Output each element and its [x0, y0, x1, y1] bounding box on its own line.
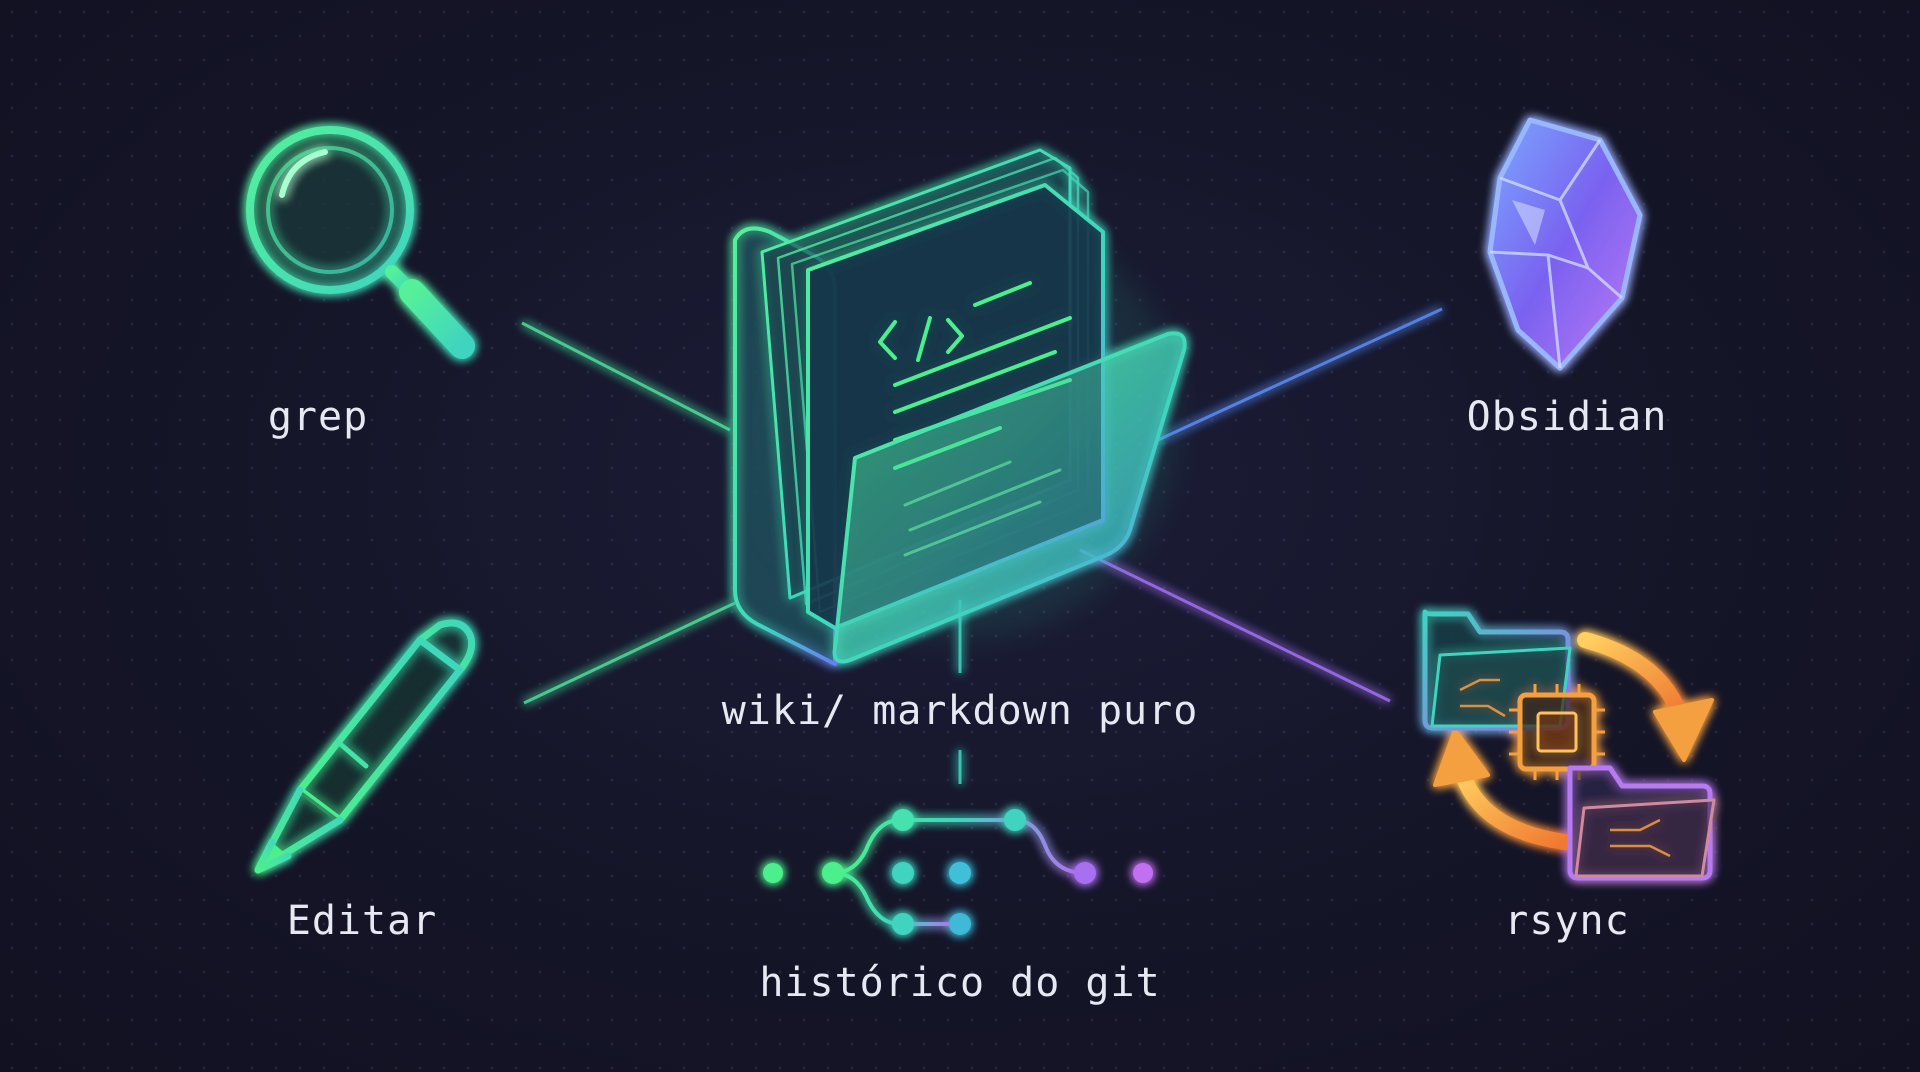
rsync-label: rsync: [1504, 898, 1630, 944]
obsidian-label: Obsidian: [1466, 394, 1668, 440]
grep-label: grep: [267, 394, 369, 440]
connector-grep: [521, 321, 731, 432]
connector-rsync: [1079, 548, 1391, 703]
center-label: wiki/ markdown puro: [721, 688, 1199, 734]
magnifier-icon: [246, 126, 475, 359]
connector-editar: [523, 601, 736, 705]
code-folder-icon: [733, 148, 1187, 666]
crystal-icon: [1487, 117, 1643, 371]
pencil-icon: [254, 619, 476, 874]
git-label: histórico do git: [759, 960, 1161, 1006]
editar-label: Editar: [286, 898, 438, 944]
folder-sync-icon: [1422, 609, 1716, 881]
connector-obsidian: [1157, 307, 1443, 442]
git-graph-icon: [763, 809, 1153, 935]
